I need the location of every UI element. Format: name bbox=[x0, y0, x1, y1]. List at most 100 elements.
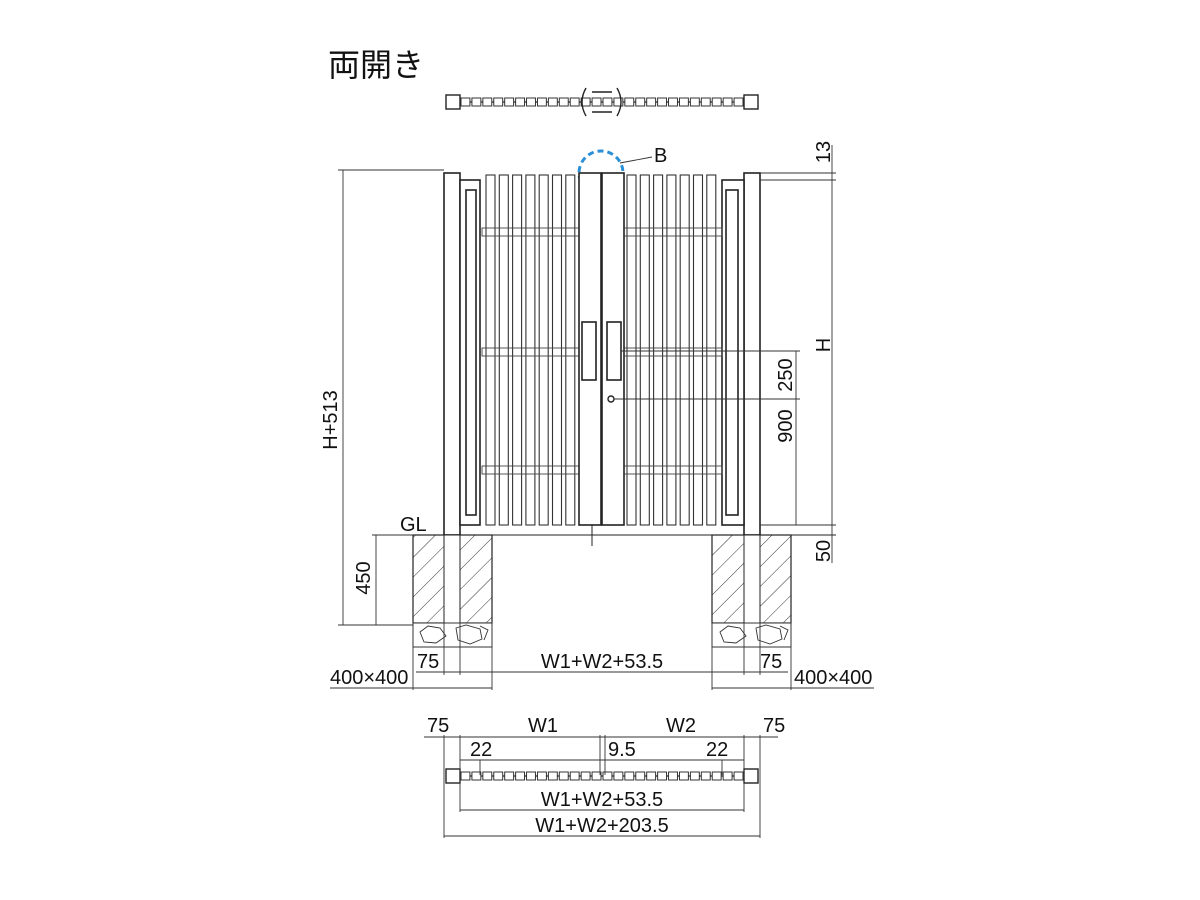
plan-slat bbox=[558, 771, 569, 781]
plan-slat bbox=[689, 771, 700, 781]
gate-slat bbox=[626, 174, 637, 526]
gate-slat bbox=[706, 174, 717, 526]
gate-slat bbox=[692, 174, 704, 526]
dim-height: H bbox=[813, 338, 835, 352]
plan-slat bbox=[602, 97, 613, 107]
plan-slat bbox=[722, 97, 733, 107]
plan-slat bbox=[482, 97, 493, 107]
gate-slat bbox=[639, 174, 650, 526]
plan-slat bbox=[711, 771, 722, 781]
plan-slat bbox=[526, 771, 536, 781]
plan-slat bbox=[580, 771, 591, 781]
plan-slat bbox=[668, 97, 678, 107]
plan-leaf-right: W2 bbox=[666, 715, 696, 737]
bottom-dimensions: 75 75 W1+W2+53.5 400×400 400×400 bbox=[330, 623, 874, 690]
plan-end-right: 75 bbox=[763, 715, 785, 737]
plan-slat bbox=[460, 771, 471, 781]
dim-span-between-posts: W1+W2+53.5 bbox=[541, 651, 663, 673]
dim-total-height: H+513 bbox=[320, 390, 342, 450]
left-footing bbox=[412, 534, 493, 648]
plan-slat bbox=[504, 97, 515, 107]
plan-slat bbox=[657, 97, 668, 107]
right-footing bbox=[711, 534, 792, 648]
plan-slat bbox=[547, 97, 558, 107]
plan-slat bbox=[482, 771, 493, 781]
detail-label: B bbox=[654, 145, 667, 167]
plan-slat bbox=[657, 771, 668, 781]
plan-slat bbox=[580, 97, 591, 107]
plan-slat bbox=[536, 97, 547, 107]
center-stiles bbox=[578, 172, 625, 546]
plan-slat bbox=[547, 771, 558, 781]
dim-footing-right: 400×400 bbox=[794, 667, 872, 689]
plan-slat bbox=[515, 771, 526, 781]
plan-post bbox=[743, 768, 759, 784]
plan-slat bbox=[624, 771, 635, 781]
gate-slat bbox=[538, 174, 549, 526]
dim-foundation-depth: 450 bbox=[353, 561, 375, 594]
plan-slat bbox=[722, 771, 733, 781]
hinge-detail bbox=[581, 87, 622, 117]
gate-slat bbox=[679, 174, 690, 526]
plan-slat bbox=[536, 771, 547, 781]
plan-slat bbox=[515, 97, 526, 107]
gate-slats bbox=[481, 174, 723, 526]
plan-overall-span: W1+W2+203.5 bbox=[535, 815, 668, 837]
plan-slat bbox=[526, 97, 536, 107]
plan-slat bbox=[700, 97, 711, 107]
lock-keyhole-icon bbox=[607, 395, 615, 403]
gate-slat bbox=[485, 174, 496, 526]
plan-slat bbox=[591, 771, 602, 781]
plan-dimensions: 75 W1 W2 75 22 9.5 22 W1+W2+53.5 W1+W2+2… bbox=[424, 715, 785, 838]
page-title: 両開き bbox=[328, 46, 424, 84]
plan-slat bbox=[471, 771, 482, 781]
plan-slat bbox=[493, 97, 504, 107]
plan-slat bbox=[613, 771, 624, 781]
plan-slat bbox=[635, 97, 646, 107]
top-plan-thumbnail bbox=[445, 87, 759, 117]
plan-post bbox=[445, 768, 461, 784]
ground-label: GL bbox=[400, 514, 427, 536]
gate-slat bbox=[525, 174, 536, 526]
detail-leader bbox=[619, 156, 653, 164]
plan-slat bbox=[689, 97, 700, 107]
plan-gap-center: 9.5 bbox=[608, 739, 636, 761]
dim-top-gap: 13 bbox=[813, 141, 835, 163]
dim-post-width-left: 75 bbox=[417, 651, 439, 673]
left-dimensions: H+513 450 bbox=[320, 169, 444, 626]
left-post bbox=[443, 172, 481, 536]
plan-slat bbox=[613, 97, 624, 107]
plan-slat bbox=[646, 771, 657, 781]
gate-slat bbox=[666, 174, 677, 526]
plan-leaf-left: W1 bbox=[528, 715, 558, 737]
plan-post bbox=[743, 94, 759, 110]
plan-gap-left: 22 bbox=[470, 739, 492, 761]
plan-slat bbox=[602, 771, 613, 781]
dim-handle-offset: 250 bbox=[775, 358, 797, 391]
right-dimensions: 13 H 50 250 900 bbox=[614, 141, 836, 563]
gate-slat bbox=[498, 174, 509, 526]
plan-slat bbox=[493, 771, 504, 781]
bottom-plan-view bbox=[445, 768, 759, 784]
plan-gap-right: 22 bbox=[706, 739, 728, 761]
dim-handle-height: 900 bbox=[775, 409, 797, 442]
plan-slat bbox=[624, 97, 635, 107]
plan-slat bbox=[678, 97, 689, 107]
plan-slat bbox=[635, 771, 646, 781]
gate-slat bbox=[512, 174, 523, 526]
plan-slat bbox=[711, 97, 722, 107]
plan-slat bbox=[733, 97, 744, 107]
plan-slat bbox=[700, 771, 711, 781]
plan-slat bbox=[569, 97, 580, 107]
dim-post-width-right: 75 bbox=[760, 651, 782, 673]
plan-slat bbox=[569, 771, 580, 781]
right-post bbox=[721, 172, 761, 536]
gate-slat bbox=[551, 174, 563, 526]
plan-slat bbox=[668, 771, 678, 781]
plan-slat bbox=[646, 97, 657, 107]
plan-slat bbox=[591, 97, 602, 107]
plan-slat bbox=[504, 771, 515, 781]
plan-slat bbox=[558, 97, 569, 107]
gate-slat bbox=[653, 174, 664, 526]
